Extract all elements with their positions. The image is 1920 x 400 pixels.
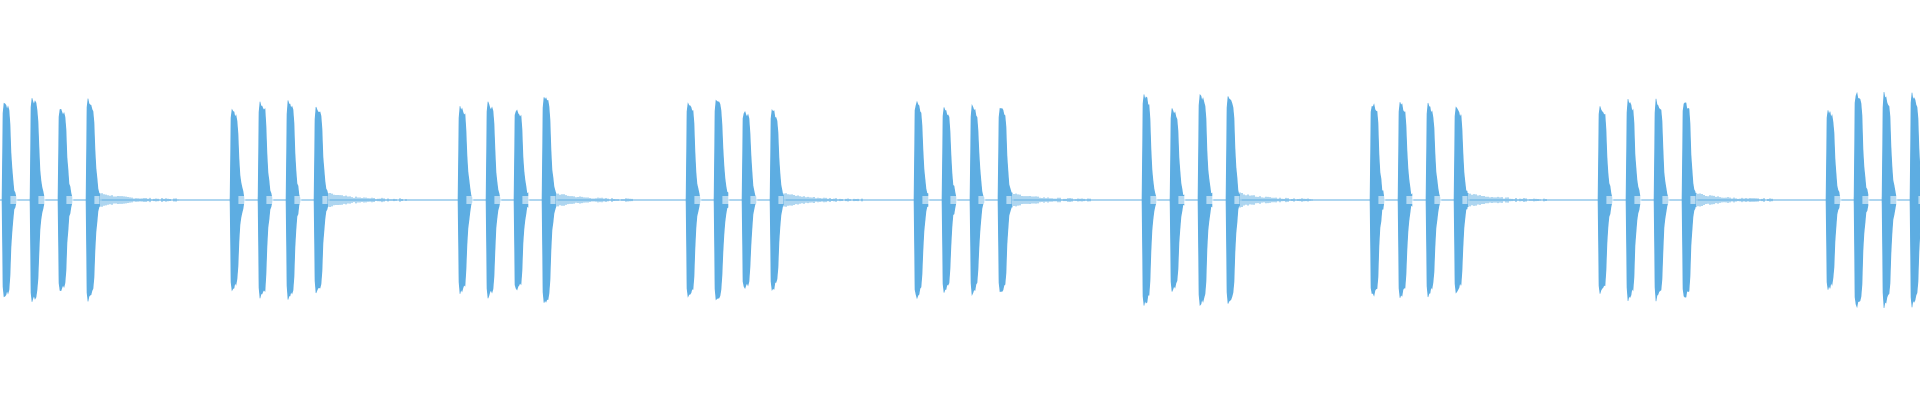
waveform-pulse-gap: [66, 196, 74, 204]
waveform-pulse-gap: [1006, 196, 1014, 204]
waveform-pulse-gap: [694, 196, 702, 204]
waveform-pulse-gap: [38, 196, 46, 204]
waveform-pulse-gap: [1406, 196, 1414, 204]
waveform-pulse-gap: [1378, 196, 1386, 204]
waveform-pulse-gap: [1634, 196, 1642, 204]
waveform-pulse-gap: [1434, 196, 1442, 204]
waveform-pulse-gap: [1206, 196, 1214, 204]
waveform-pulse-gap: [1662, 196, 1670, 204]
waveform-pulse-gap: [322, 196, 330, 204]
waveform-pulse-gap: [1606, 196, 1614, 204]
waveform-pulse-gap: [1690, 196, 1698, 204]
waveform-pulse-gap: [466, 196, 474, 204]
waveform-pulse-gap: [722, 196, 730, 204]
waveform-pulse-gap: [550, 196, 558, 204]
waveform-pulse-gap: [522, 196, 530, 204]
waveform-pulse-gap: [1150, 196, 1158, 204]
waveform-pulse-gap: [750, 196, 758, 204]
waveform-pulse-gap: [978, 196, 986, 204]
waveform-pulse-gap: [1890, 196, 1898, 204]
waveform-pulse-gap: [778, 196, 786, 204]
waveform-pulse-gap: [950, 196, 958, 204]
waveform-pulse: [1909, 92, 1920, 308]
waveform-pulse-gap: [294, 196, 302, 204]
waveform-pulse-gap: [1834, 196, 1842, 204]
waveform-pulse-gap: [266, 196, 274, 204]
waveform-pulse-gap: [1462, 196, 1470, 204]
waveform-pulse-gap: [494, 196, 502, 204]
waveform-pulse-gap: [10, 196, 18, 204]
waveform-pulse-gap: [238, 196, 246, 204]
waveform-pulse-gap: [1178, 196, 1186, 204]
waveform-pulse-gap: [94, 196, 102, 204]
waveform-pulse-gap: [1234, 196, 1242, 204]
waveform-pulse-gap: [1862, 196, 1870, 204]
waveform-pulse-gap: [1918, 196, 1920, 204]
waveform-pulse-gap: [922, 196, 930, 204]
